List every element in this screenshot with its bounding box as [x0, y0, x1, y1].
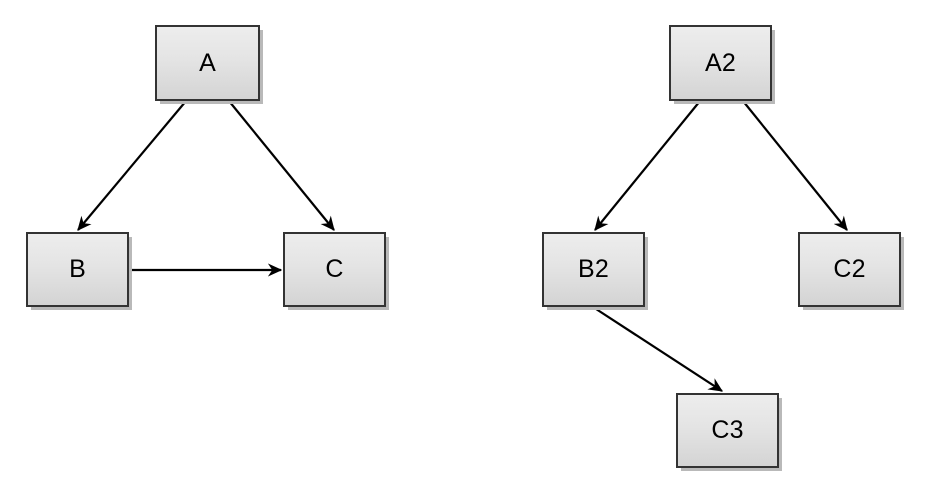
edge-a-b — [77, 100, 187, 231]
node-b2[interactable]: B2 — [542, 232, 645, 307]
edges-group — [77, 100, 848, 392]
node-label-c: C — [325, 255, 344, 283]
node-c2[interactable]: C2 — [798, 232, 901, 307]
edge-a-c — [228, 100, 335, 231]
node-label-b: B — [69, 255, 86, 283]
edge-a2-b2 — [594, 100, 701, 231]
edge-b2-c3 — [592, 306, 723, 392]
node-label-c3: C3 — [711, 416, 744, 444]
node-a[interactable]: A — [155, 25, 260, 101]
node-label-a: A — [199, 48, 216, 77]
node-label-c2: C2 — [833, 255, 866, 283]
node-label-b2: B2 — [578, 255, 609, 283]
node-b[interactable]: B — [26, 232, 129, 307]
node-c3[interactable]: C3 — [676, 393, 779, 468]
node-a2[interactable]: A2 — [669, 25, 772, 101]
edge-a2-c2 — [742, 100, 848, 231]
node-c[interactable]: C — [283, 232, 386, 307]
node-label-a2: A2 — [705, 48, 736, 77]
